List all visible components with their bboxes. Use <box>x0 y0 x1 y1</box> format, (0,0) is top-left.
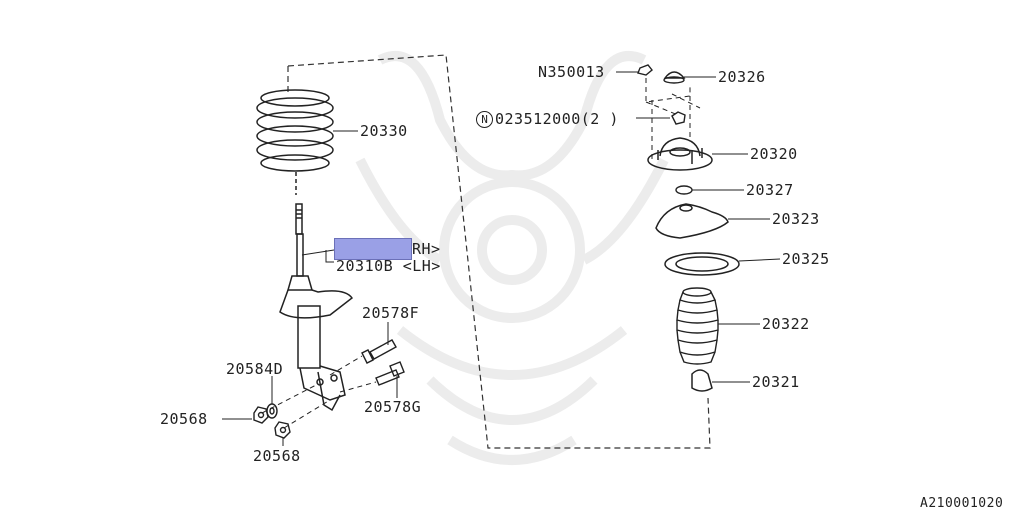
seat-20325 <box>664 252 740 276</box>
coil-spring <box>256 89 334 195</box>
bumper-20321 <box>691 369 713 392</box>
callout-20310B-lh[interactable]: 20310B <LH> <box>336 257 441 275</box>
stack-guides <box>645 78 701 160</box>
callout-20325[interactable]: 20325 <box>782 250 830 268</box>
strut-assembly <box>279 203 354 412</box>
seat-20323 <box>655 203 729 239</box>
strut-leaders <box>301 249 335 263</box>
nut-023512000 <box>671 111 686 125</box>
nut-20568-b <box>274 421 291 439</box>
nut-20568-a <box>253 406 269 424</box>
bolt-20578F <box>361 339 397 364</box>
boot-20322 <box>676 287 719 365</box>
callout-20326[interactable]: 20326 <box>718 68 766 86</box>
callout-023512000[interactable]: 023512000(2 ) <box>495 110 619 128</box>
callout-20578F[interactable]: 20578F <box>362 304 420 322</box>
callout-N350013[interactable]: N350013 <box>538 63 605 81</box>
mount-20320 <box>647 137 713 171</box>
callout-20578G[interactable]: 20578G <box>364 398 422 416</box>
washer-20584D <box>266 403 278 419</box>
circled-n-symbol: N <box>476 111 493 128</box>
callout-rh[interactable]: RH> <box>412 240 441 258</box>
bolt-20578G <box>375 361 405 386</box>
callout-leaders <box>222 71 781 446</box>
callout-20321[interactable]: 20321 <box>752 373 800 391</box>
callout-20327[interactable]: 20327 <box>746 181 794 199</box>
callout-20320[interactable]: 20320 <box>750 145 798 163</box>
callout-20322[interactable]: 20322 <box>762 315 810 333</box>
callout-20568-a[interactable]: 20568 <box>160 410 208 428</box>
callout-20584D[interactable]: 20584D <box>226 360 284 378</box>
assembly-outline <box>287 54 711 449</box>
callout-20330[interactable]: 20330 <box>360 122 408 140</box>
nut-N350013 <box>637 64 653 76</box>
illustration-id: A210001020 <box>920 496 1004 511</box>
highlighted-part-20310-rh[interactable] <box>334 238 412 260</box>
callout-20568-b[interactable]: 20568 <box>253 447 301 465</box>
cap-20326 <box>663 71 686 84</box>
washer-20327 <box>675 185 693 195</box>
callout-20323[interactable]: 20323 <box>772 210 820 228</box>
